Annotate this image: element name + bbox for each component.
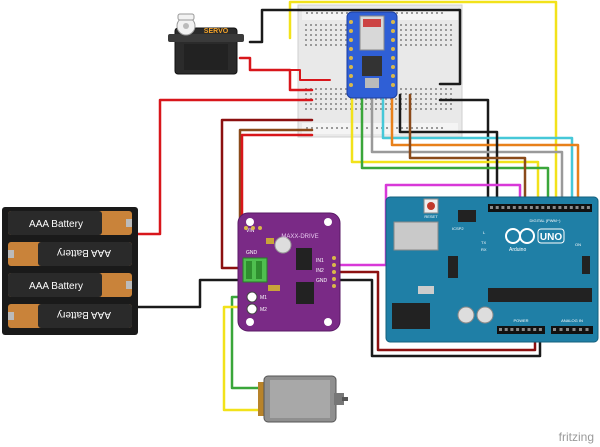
driver-label-m2: M2 [260,307,267,313]
servo-label: SERVO [204,28,229,35]
wire-yellow-short [350,93,540,207]
driver-label-in2: IN2 [316,268,324,274]
arduino-power-label: POWER [513,318,528,323]
arduino-on-label: ON [575,242,581,247]
wire-battery-gnd [136,278,242,309]
battery-cell-label: AAA Battery [57,247,111,258]
wire-battery-vcc [136,98,314,236]
wire-magenta [338,183,522,267]
battery-cell: AAA Battery [8,242,132,266]
wire-driver-vin [220,118,314,270]
arduino-digital-label: DIGITAL (PWM~) [530,218,562,223]
battery-cell: AAA Battery [8,273,132,297]
arduino-model: UNO [540,232,562,243]
battery-cell: AAA Battery [8,304,132,328]
motor-driver-board: MAXX-DRIVE VIN GND IN1 IN2 GND M1 M2 [237,212,341,332]
arduino-uno-board: RESET ICSP2 DIGITAL (PWM~) Arduino UNO L… [385,196,599,343]
battery-cell: AAA Battery [8,211,132,235]
dc-motor [258,375,348,423]
wire-orange [390,93,580,207]
wire-motor-yellow [222,305,262,412]
driver-label-gnd: GND [246,250,258,256]
arduino-icsp2-label: ICSP2 [452,226,464,231]
wire-servo-gnd [248,8,462,86]
wire-cyan [381,93,574,207]
battery-cell-label: AAA Battery [29,281,83,292]
driver-label-in1: IN1 [316,258,324,264]
arduino-l-label: L [483,230,486,235]
driver-label-vin: VIN [246,228,255,234]
arduino-tx-label: TX [481,240,486,245]
wire-green [360,93,550,207]
battery-cell-label: AAA Battery [57,309,111,320]
servo-motor: SERVO [168,13,244,75]
wire-bb-gnd-arduino [438,98,490,207]
arduino-analog-label: ANALOG IN [561,318,583,323]
arduino-reset-label: RESET [424,214,438,219]
battery-cell-label: AAA Battery [29,219,83,230]
driver-label-m1: M1 [260,295,267,301]
arduino-rx-label: RX [481,247,487,252]
wire-yellow-top [288,0,558,207]
wifi-module-board [346,11,398,99]
wire-gray [370,93,564,207]
driver-label-gnd2: GND [316,278,328,284]
driver-title: MAXX-DRIVE [281,234,318,240]
arduino-brand: Arduino [509,247,526,253]
fritzing-watermark: fritzing [559,430,594,444]
